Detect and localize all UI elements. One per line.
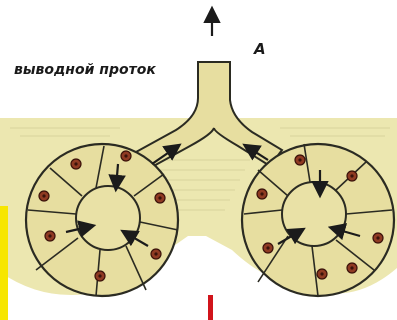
corner-letter-label: А: [254, 40, 266, 58]
yellow-edge-bar: [0, 206, 8, 320]
red-mark: [208, 295, 213, 320]
duct-label: выводной проток: [14, 62, 156, 78]
